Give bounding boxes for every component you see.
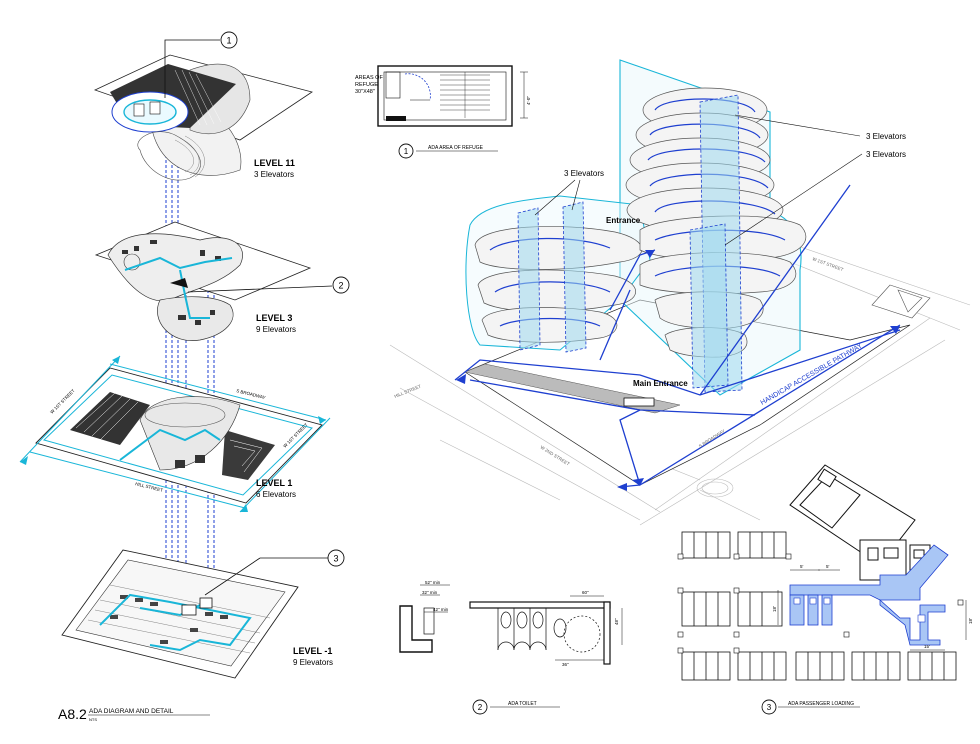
level-minus-1-title: LEVEL -1 <box>293 646 332 656</box>
axon-label-entrance: Entrance <box>606 216 641 225</box>
axon-label-main-entrance: Main Entrance <box>633 379 688 388</box>
axon-street-hill: HILL STREET <box>394 384 422 399</box>
loading-building <box>789 464 931 581</box>
refuge-label-block: 1 ADA AREA OF REFUGE <box>398 143 498 159</box>
loading-detail-label: ADA PASSENGER LOADING <box>788 701 854 707</box>
loading-dims <box>777 569 967 651</box>
toilet-dim-48: 48" <box>614 618 619 625</box>
level-1-arrows <box>20 356 326 512</box>
parking-columns <box>677 553 964 654</box>
podium-floors <box>474 226 643 343</box>
svg-text:3: 3 <box>333 554 338 564</box>
level-1-subtitle: 6 Elevators <box>256 490 296 499</box>
detail-area-of-refuge: 4'-0" AREAS OF REFUGE 30"X48" 1 ADA AREA… <box>355 65 531 159</box>
level-1-title: LEVEL 1 <box>256 478 292 488</box>
elevator-shafts <box>517 94 743 393</box>
level-1-plate <box>19 355 331 513</box>
refuge-dim-vertical: 4'-0" <box>526 96 531 105</box>
loading-dim-5-right: 5' <box>826 564 830 569</box>
sheet-number: A8.2 <box>58 706 87 722</box>
sheet-scale-note: NTS <box>89 717 97 722</box>
adjacent-block <box>871 284 931 319</box>
loading-label-block: 3 ADA PASSENGER LOADING <box>761 699 860 715</box>
accessible-pathway-lines <box>454 184 901 488</box>
refuge-areas-label-1: AREAS OF <box>355 75 383 81</box>
callout-3: 3 <box>204 549 345 596</box>
pathway-arrows <box>456 250 900 491</box>
toilet-dim-60: 60" <box>582 590 589 595</box>
loading-aisle-symbols <box>793 597 926 623</box>
axon-street-w-2nd: W 2ND STREET <box>539 445 570 467</box>
toilet-detail-label: ADA TOILET <box>508 701 537 707</box>
refuge-areas-label-2: REFUGE <box>355 82 378 88</box>
parking-stalls <box>681 531 957 681</box>
level-3-subtitle: 9 Elevators <box>256 325 296 334</box>
level1-street-hill: HILL STREET <box>135 481 164 493</box>
sheet-title: ADA DIAGRAM AND DETAIL <box>89 708 174 715</box>
detail-ada-toilet: 52" min 32" min 42" min 60" 48" 36" 2 AD… <box>399 580 623 715</box>
level-11-title: LEVEL 11 <box>254 158 295 168</box>
level-3-title: LEVEL 3 <box>256 313 292 323</box>
refuge-detail-label: ADA AREA OF REFUGE <box>428 145 484 151</box>
axon-street-w-1st: W 1ST STREET <box>812 256 845 272</box>
toilet-dim-42: 42" min <box>433 607 449 612</box>
sheet-title-block: A8.2 ADA DIAGRAM AND DETAIL NTS <box>58 706 210 722</box>
svg-text:1: 1 <box>404 147 409 156</box>
toilet-dim-36: 36" <box>562 662 569 667</box>
callout-2: 2 <box>187 276 350 294</box>
loading-dim-5-left: 5' <box>800 564 804 569</box>
toilet-dim-32: 32" min <box>422 590 438 595</box>
axon-label-elev-right-bottom: 3 Elevators <box>866 150 906 159</box>
svg-text:2: 2 <box>478 703 483 712</box>
exploded-level-stack: LEVEL 11 3 Elevators LEVEL 3 9 Elevators <box>19 31 350 679</box>
loading-dim-18-left: 18' <box>772 606 777 612</box>
main-entrance-marker <box>623 397 655 407</box>
level1-street-s-broadway: S BROADWAY <box>236 388 266 400</box>
detail-passenger-loading: 5' 5' 18' 18' 15' 3 ADA PASSENGER LOADIN… <box>677 464 973 715</box>
access-aisle <box>789 544 949 646</box>
svg-text:3: 3 <box>767 703 772 712</box>
level-11-subtitle: 3 Elevators <box>254 170 294 179</box>
level-11-plate <box>93 54 313 181</box>
svg-text:1: 1 <box>226 36 231 46</box>
podium-paths <box>489 237 611 327</box>
toilet-label-block: 2 ADA TOILET <box>472 699 560 715</box>
svg-text:2: 2 <box>338 281 343 291</box>
callout-1: 1 <box>164 31 238 98</box>
refuge-areas-label-3: 30"X48" <box>355 89 375 95</box>
axon-label-elev-right-top: 3 Elevators <box>866 132 906 141</box>
level-3-plate <box>94 221 312 341</box>
loading-dim-15: 15' <box>924 644 930 649</box>
elevator-dashed-links <box>165 120 215 630</box>
level-minus-1-plate <box>61 549 299 679</box>
loading-dim-18-right: 18' <box>968 618 973 624</box>
toilet-dim-52: 52" min <box>425 580 441 585</box>
axonometric-building: 3 Elevators 3 Elevators 3 Elevators Entr… <box>389 59 971 526</box>
level-minus-1-subtitle: 9 Elevators <box>293 658 333 667</box>
axon-label-elev-left: 3 Elevators <box>564 169 604 178</box>
